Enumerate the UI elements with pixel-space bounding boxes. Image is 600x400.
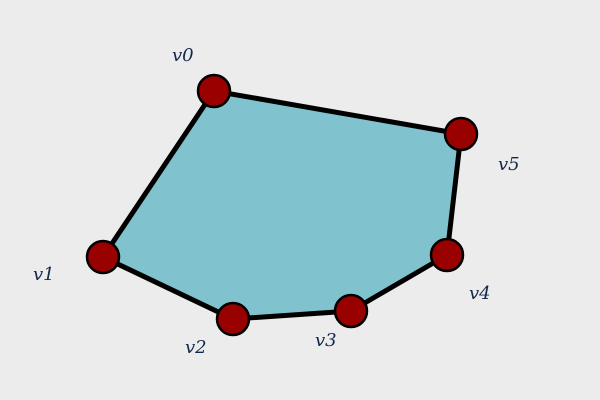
vertex-v0[interactable] — [196, 73, 232, 109]
vertex-v3[interactable] — [333, 293, 369, 329]
vertex-label-v5: v5 — [498, 154, 520, 175]
vertex-label-v2: v2 — [185, 337, 207, 358]
vertex-v1[interactable] — [85, 239, 121, 275]
vertex-label-v0: v0 — [172, 45, 194, 66]
vertex-label-v1: v1 — [33, 264, 55, 285]
vertex-label-v3: v3 — [315, 330, 337, 351]
vertex-v5[interactable] — [443, 116, 479, 152]
vertex-v4[interactable] — [429, 237, 465, 273]
vertex-v2[interactable] — [215, 301, 251, 337]
polygon-shape — [100, 88, 464, 322]
vertex-label-v4: v4 — [469, 283, 491, 304]
